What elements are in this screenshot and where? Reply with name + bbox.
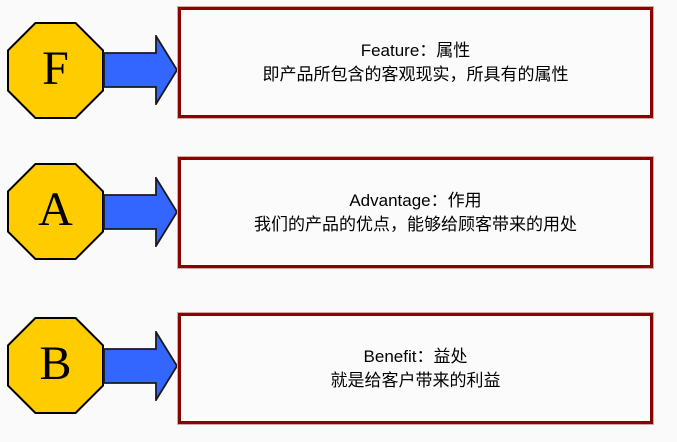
feature-box: Feature：属性 即产品所包含的客观现实，所具有的属性 bbox=[177, 6, 654, 119]
octagon-letter-f: F bbox=[42, 41, 69, 95]
octagon-letter-b: B bbox=[39, 336, 72, 390]
benefit-box: Benefit：益处 就是给客户带来的利益 bbox=[177, 312, 654, 425]
advantage-box: Advantage：作用 我们的产品的优点，能够给顾客带来的用处 bbox=[177, 156, 654, 269]
octagon-advantage: A bbox=[7, 163, 104, 260]
octagon-feature: F bbox=[7, 22, 104, 119]
advantage-title: Advantage：作用 bbox=[349, 190, 482, 210]
feature-description: 即产品所包含的客观现实，所具有的属性 bbox=[262, 64, 569, 84]
advantage-description: 我们的产品的优点，能够给顾客带来的用处 bbox=[254, 214, 577, 234]
octagon-benefit: B bbox=[7, 317, 104, 414]
octagon-shape-icon bbox=[7, 317, 104, 414]
benefit-title: Benefit：益处 bbox=[363, 346, 468, 366]
benefit-description: 就是给客户带来的利益 bbox=[330, 370, 501, 390]
right-arrow-icon bbox=[103, 35, 179, 105]
octagon-shape-icon bbox=[7, 22, 104, 119]
octagon-letter-a: A bbox=[38, 182, 73, 236]
right-arrow-icon bbox=[103, 331, 179, 401]
feature-title: Feature：属性 bbox=[360, 40, 471, 60]
octagon-shape-icon bbox=[7, 163, 104, 260]
right-arrow-icon bbox=[103, 177, 179, 247]
